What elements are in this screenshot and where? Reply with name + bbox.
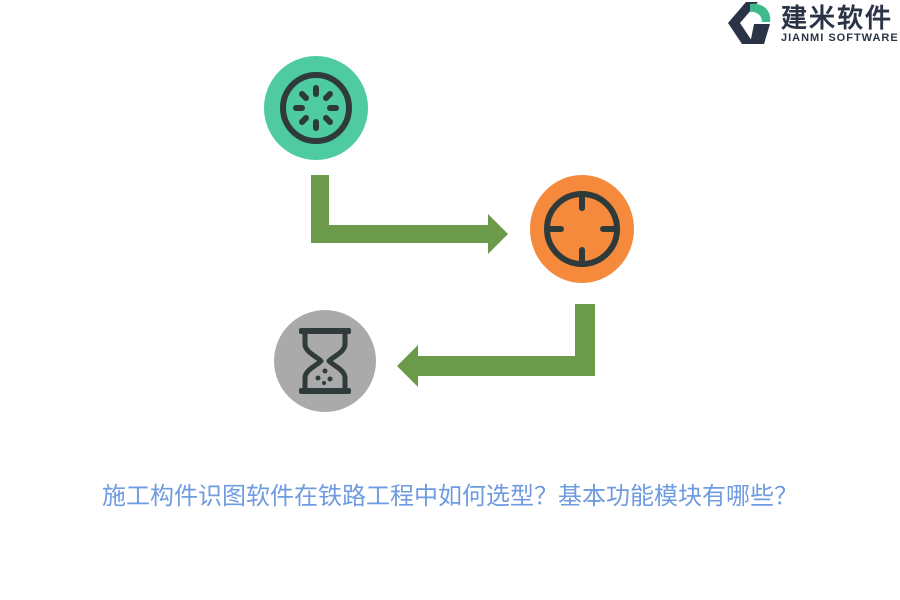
brand-name-en: JIANMI SOFTWARE bbox=[781, 32, 899, 44]
arrow-down-right bbox=[311, 175, 508, 254]
hourglass-icon bbox=[299, 328, 351, 394]
arrow-down-left bbox=[397, 304, 595, 387]
step-3-circle bbox=[274, 310, 376, 412]
brand-name-cn: 建米软件 bbox=[781, 4, 894, 34]
page-caption: 施工构件识图软件在铁路工程中如何选型？基本功能模块有哪些？ bbox=[102, 482, 798, 510]
step-1-circle bbox=[264, 56, 368, 160]
crosshair-icon bbox=[544, 191, 620, 267]
step-2-circle bbox=[530, 175, 634, 283]
brand-logo: 建米软件 JIANMI SOFTWARE bbox=[724, 0, 900, 48]
jianmi-logo-icon bbox=[728, 2, 771, 44]
loading-icon bbox=[280, 72, 352, 144]
